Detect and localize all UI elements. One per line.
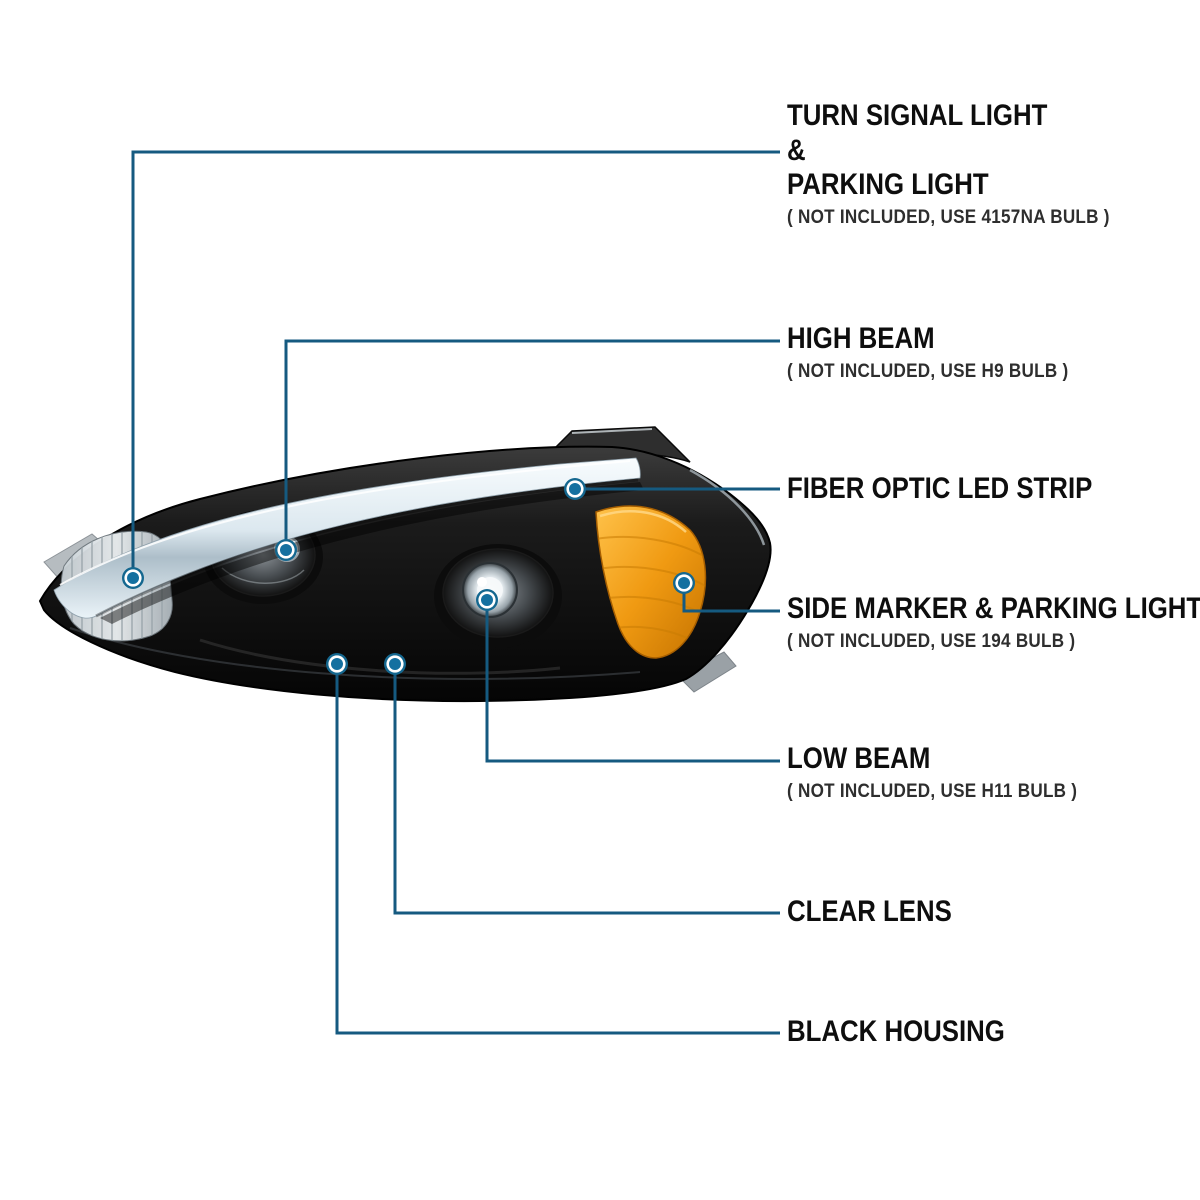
headlight-illustration (38, 426, 772, 703)
label-fiber-optic: FIBER OPTIC LED STRIP (787, 472, 1093, 505)
callout-low-beam-label: LOW BEAM ( NOT INCLUDED, USE H11 BULB ) (787, 742, 1110, 803)
low-beam-callout-dot (476, 589, 498, 611)
turn-signal-callout-dot (122, 567, 144, 589)
high-beam-callout-line (284, 339, 780, 550)
note-turn-signal: ( NOT INCLUDED, USE 4157NA BULB ) (787, 206, 1110, 228)
fiber-optic-led-strip (53, 457, 641, 619)
callout-fiber-optic-label: FIBER OPTIC LED STRIP (787, 472, 1142, 507)
note-high-beam: ( NOT INCLUDED, USE H9 BULB ) (787, 360, 1069, 382)
clear-lens-callout-line (393, 664, 780, 915)
low-beam-projector (434, 544, 562, 648)
label-turn-signal-line1: TURN SIGNAL LIGHT (787, 99, 1048, 132)
callout-clear-lens-label: CLEAR LENS (787, 895, 979, 930)
label-turn-signal-line2: & (787, 133, 806, 167)
black-housing-callout-dot (326, 653, 348, 675)
note-side-marker: ( NOT INCLUDED, USE 194 BULB ) (787, 630, 1076, 652)
label-high-beam: HIGH BEAM (787, 322, 935, 355)
turn-signal-callout-line (131, 150, 780, 578)
label-side-marker: SIDE MARKER & PARKING LIGHT (787, 592, 1200, 625)
low-beam-callout-line (485, 600, 780, 763)
callout-dots (122, 478, 695, 675)
label-clear-lens: CLEAR LENS (787, 895, 952, 928)
side-marker-callout-dot (673, 572, 695, 594)
black-housing-callout-line (335, 664, 780, 1035)
fiber-optic-callout-dot (564, 478, 586, 500)
callout-lines (131, 150, 780, 1035)
callout-high-beam-label: HIGH BEAM ( NOT INCLUDED, USE H9 BULB ) (787, 322, 1100, 383)
label-low-beam: LOW BEAM (787, 742, 931, 775)
label-black-housing: BLACK HOUSING (787, 1015, 1005, 1048)
callout-black-housing-label: BLACK HOUSING (787, 1015, 1040, 1050)
label-turn-signal-line3: PARKING LIGHT (787, 168, 989, 201)
clear-lens-callout-dot (384, 653, 406, 675)
headlight-housing (38, 445, 772, 703)
high-beam-callout-dot (275, 539, 297, 561)
callout-turn-signal-label: TURN SIGNAL LIGHT & PARKING LIGHT ( NOT … (787, 99, 1146, 229)
callout-side-marker-label: SIDE MARKER & PARKING LIGHT ( NOT INCLUD… (787, 592, 1200, 653)
note-low-beam: ( NOT INCLUDED, USE H11 BULB ) (787, 780, 1078, 802)
